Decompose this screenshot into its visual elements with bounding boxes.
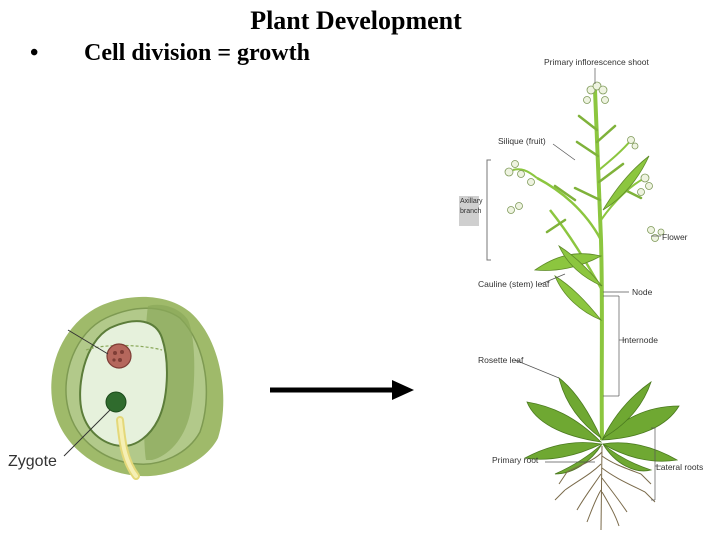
- label-rosette-leaf: Rosette leaf: [478, 355, 524, 365]
- label-silique: Silique (fruit): [498, 136, 546, 146]
- label-flower: Flower: [662, 232, 688, 242]
- development-arrow: [270, 380, 414, 400]
- label-lateral-roots: Lateral roots: [656, 462, 704, 472]
- slide-title: Plant Development: [250, 6, 462, 35]
- plant-illustration: [459, 68, 680, 531]
- ovule-illustration: [51, 296, 224, 480]
- zygote-label: Zygote: [8, 453, 57, 470]
- label-primary-inflorescence-shoot: Primary inflorescence shoot: [544, 57, 649, 67]
- label-node: Node: [632, 287, 653, 297]
- bullet-text: Cell division = growth: [84, 40, 310, 66]
- label-axillary-branch-2: branch: [460, 208, 482, 215]
- bullet-marker: •: [30, 40, 39, 66]
- label-axillary-branch-1: Axillary: [460, 198, 483, 205]
- label-primary-root: Primary root: [492, 455, 539, 465]
- label-internode: Internode: [622, 335, 658, 345]
- label-cauline-leaf: Cauline (stem) leaf: [478, 279, 550, 289]
